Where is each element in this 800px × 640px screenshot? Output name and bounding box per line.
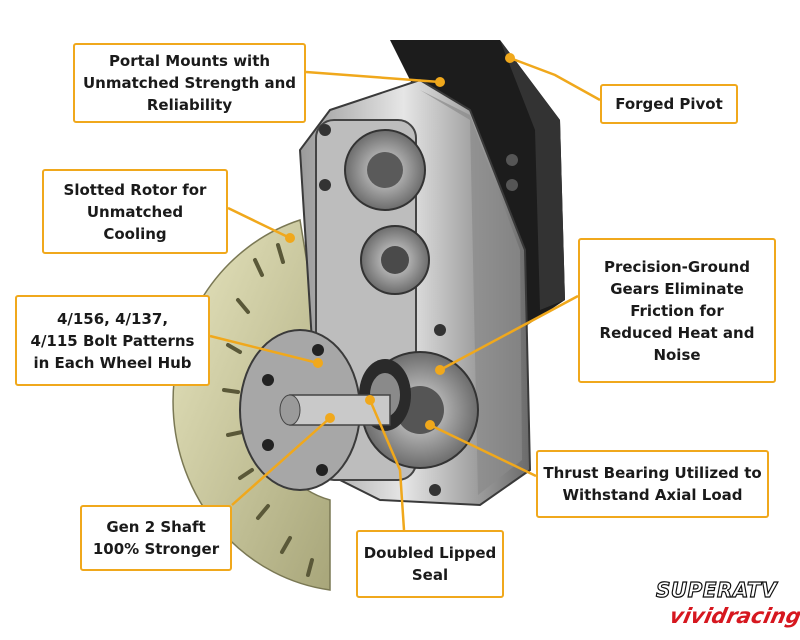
callout-thrust-bearing: Thrust Bearing Utilized to Withstand Axi…: [536, 450, 769, 518]
callout-portal-mounts-line-3: Reliability: [146, 96, 233, 114]
callout-portal-mounts-line-2: Unmatched Strength and: [82, 74, 297, 92]
callout-bolt-patterns-line-1: 4/156, 4/137,: [56, 309, 169, 328]
brand-logo-vividracing: vividracing: [667, 604, 800, 628]
callout-slotted-rotor-line-1: Slotted Rotor for: [63, 180, 207, 199]
callout-precision-gears: Precision-Ground Gears Eliminate Frictio…: [578, 238, 776, 383]
callout-gen2-shaft: Gen 2 Shaft 100% Stronger: [80, 505, 232, 571]
callout-portal-mounts: Portal Mounts with Unmatched Strength an…: [73, 43, 306, 123]
callout-slotted-rotor-line-3: Cooling: [103, 224, 167, 243]
callout-lipped-seal-line-2: Seal: [411, 566, 449, 584]
callout-lipped-seal-line-1: Doubled Lipped: [363, 544, 497, 562]
callout-slotted-rotor: Slotted Rotor for Unmatched Cooling: [42, 169, 228, 254]
idler-gear: [360, 225, 430, 295]
callout-gen2-shaft-line-2: 100% Stronger: [92, 540, 220, 558]
leader-lines: [209, 56, 601, 531]
callout-bolt-patterns-line-2: 4/115 Bolt Patterns: [30, 331, 195, 350]
callout-precision-gears-line-2: Gears Eliminate: [610, 279, 744, 298]
brand-logo-superatv: SUPERATV: [655, 577, 778, 602]
callout-gen2-shaft-line-1: Gen 2 Shaft: [106, 518, 206, 536]
callout-portal-mounts-line-1: Portal Mounts with: [108, 52, 271, 70]
callout-bolt-patterns: 4/156, 4/137, 4/115 Bolt Patterns in Eac…: [15, 295, 210, 386]
callout-forged-pivot: Forged Pivot: [600, 84, 738, 124]
callout-thrust-bearing-line-1: Thrust Bearing Utilized to: [543, 464, 762, 482]
callout-precision-gears-line-4: Reduced Heat and: [599, 323, 755, 342]
callout-forged-pivot-line-1: Forged Pivot: [615, 95, 723, 113]
leader-dots: [285, 53, 515, 430]
callout-precision-gears-line-1: Precision-Ground: [603, 257, 750, 276]
callout-slotted-rotor-line-2: Unmatched: [86, 202, 184, 221]
callout-lipped-seal: Doubled Lipped Seal: [356, 530, 504, 598]
callout-bolt-patterns-line-3: in Each Wheel Hub: [33, 353, 192, 372]
callout-precision-gears-line-5: Noise: [653, 345, 701, 364]
callout-precision-gears-line-3: Friction for: [630, 301, 724, 320]
upper-gear: [344, 129, 426, 211]
brand-logo: SUPERATV vividracing: [652, 576, 800, 634]
callout-thrust-bearing-line-2: Withstand Axial Load: [562, 486, 743, 504]
